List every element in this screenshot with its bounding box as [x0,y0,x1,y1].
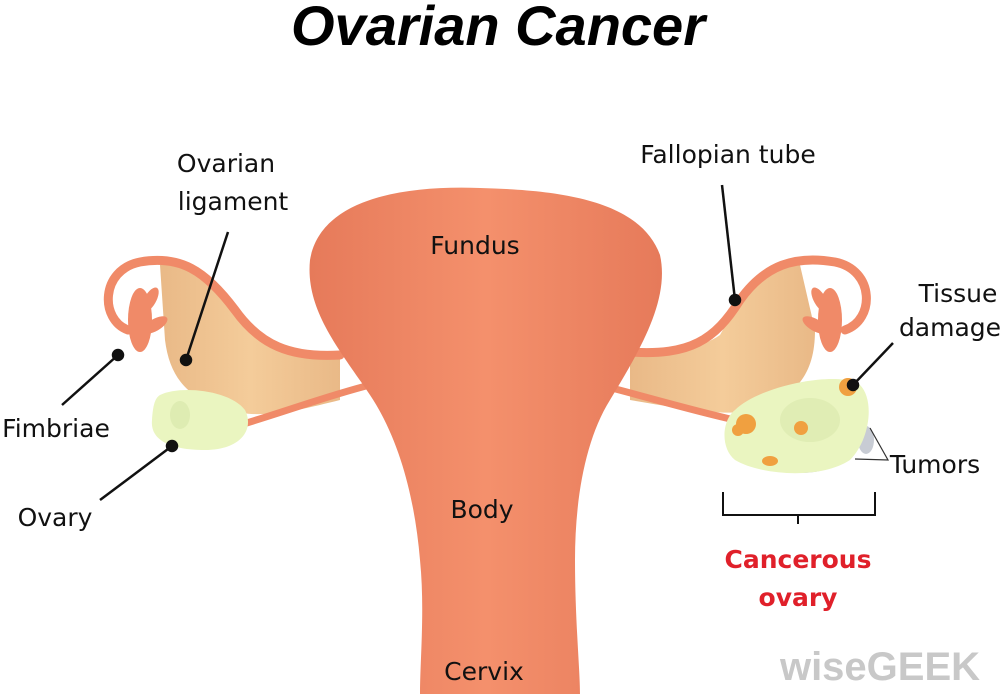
label-ovary: Ovary [18,503,93,532]
label-fallopian-tube: Fallopian tube [640,140,815,169]
cancerous-ovary-bracket [722,492,876,524]
label-cancerous-ovary-2: ovary [759,583,838,612]
label-cervix: Cervix [444,657,524,686]
tumor-leader-lines [854,427,890,461]
left-fallopian-tube [103,255,345,360]
label-ovarian-ligament-2: ligament [178,187,289,216]
uterus [309,187,662,694]
right-ovary-cancerous [724,378,874,474]
label-tissue-damage: Tissue [918,279,998,308]
label-tissue-damage-2: damage [899,313,1000,342]
left-fimbriae [128,287,168,352]
label-body: Body [450,495,513,524]
label-ovarian-ligament: Ovarian [177,149,275,178]
watermark-logo: wiseGEEK [779,645,980,689]
left-ovary [151,390,249,450]
tissue-damage-spots [732,378,857,466]
label-cancerous-ovary: Cancerous [725,545,872,574]
label-tumors: Tumors [889,450,980,479]
label-fimbriae: Fimbriae [2,414,110,443]
right-fallopian-tube [625,255,871,358]
right-fimbriae [802,287,842,352]
label-fundus: Fundus [430,231,519,260]
left-ovarian-ligament-strand [238,381,371,429]
title: Ovarian Cancer [291,0,708,57]
right-broad-ligament [630,264,815,413]
leader-lines [61,184,894,501]
